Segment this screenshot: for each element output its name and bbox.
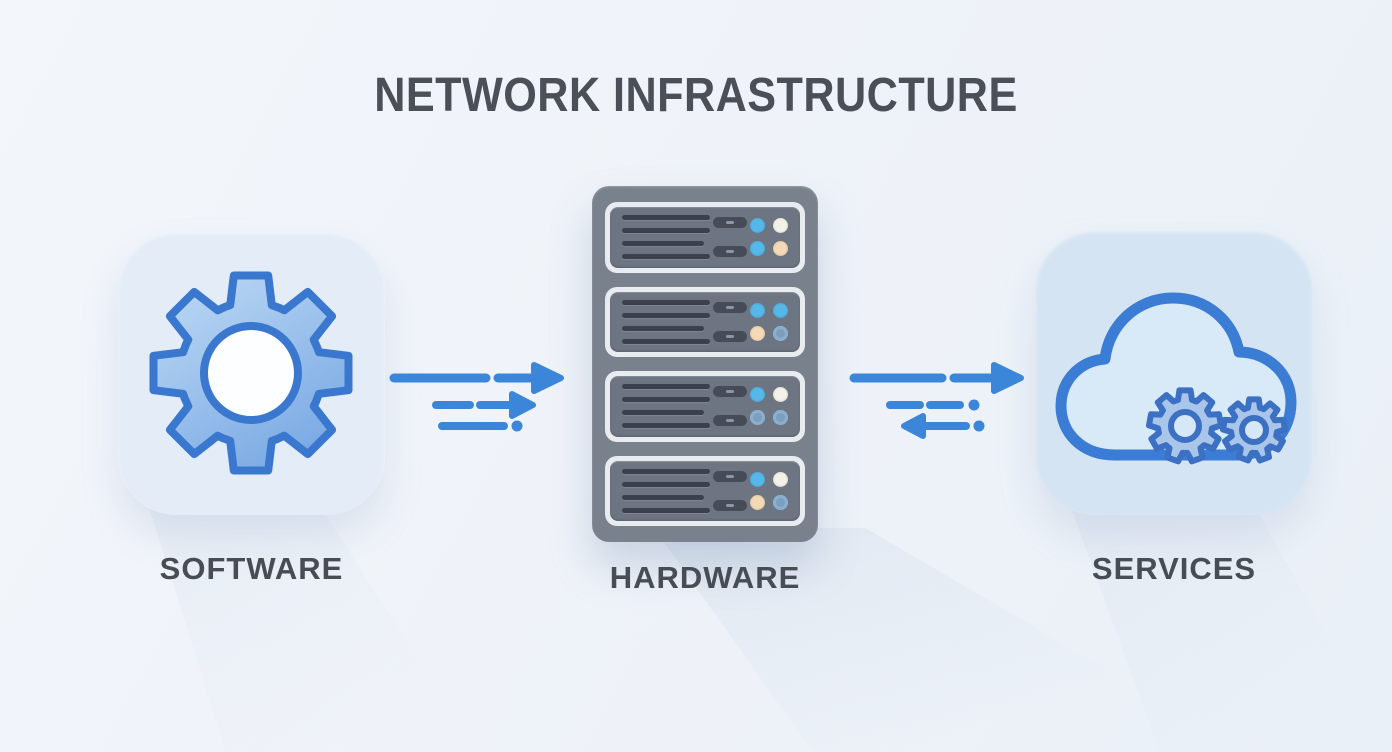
led-steel <box>773 410 788 426</box>
drive-bay <box>713 386 747 398</box>
drive-bays <box>713 217 747 258</box>
led-peach <box>750 325 765 341</box>
drive-bay <box>713 301 747 313</box>
vent-slat <box>622 338 710 344</box>
drive-bay <box>713 330 747 342</box>
vent-slat <box>622 241 704 247</box>
led-blue <box>773 302 788 318</box>
page-title: NETWORK INFRASTRUCTURE <box>374 69 1018 122</box>
arrow-right-icon <box>991 362 1024 394</box>
services-label: SERVICES <box>1091 551 1257 586</box>
vent-slat <box>622 507 710 513</box>
server-unit <box>605 371 805 442</box>
server-unit <box>605 286 805 357</box>
flow-arrows-hardware-services <box>849 362 1024 439</box>
software-label: SOFTWARE <box>159 551 344 586</box>
flow-arrows-software-hardware <box>389 362 564 432</box>
drive-bay <box>713 415 747 427</box>
vent-slat <box>622 228 710 234</box>
long-shadow-services <box>1068 500 1392 752</box>
vent-slat <box>622 325 704 331</box>
led-steel <box>773 325 788 341</box>
vent-slat <box>622 215 710 221</box>
led-blue <box>750 471 765 487</box>
vent-slat <box>622 384 710 390</box>
long-shadow-software <box>146 500 478 752</box>
hardware-label: HARDWARE <box>609 560 801 595</box>
vent-slat <box>622 423 710 429</box>
gear-icon <box>149 271 353 475</box>
vent-slats <box>622 299 710 344</box>
led-blue <box>750 218 765 234</box>
led-white <box>773 471 788 487</box>
server-unit <box>605 202 805 273</box>
arrow-dot <box>973 420 985 432</box>
led-blue <box>750 302 765 318</box>
arrow-right-icon <box>531 362 564 394</box>
arrow-right-icon <box>509 391 536 419</box>
vent-slat <box>622 299 710 305</box>
vent-slat <box>622 397 710 403</box>
drive-bays <box>713 301 747 342</box>
vent-slat <box>622 481 710 487</box>
vent-slat <box>622 494 704 500</box>
services-node-tile <box>1035 230 1313 515</box>
arrow-dot <box>511 420 523 432</box>
vent-slats <box>622 215 710 260</box>
server-rack-icon <box>592 186 818 542</box>
status-leds <box>750 218 788 257</box>
status-leds <box>750 471 788 510</box>
led-steel <box>773 494 788 510</box>
vent-slat <box>622 468 710 474</box>
led-white <box>773 218 788 234</box>
drive-bay <box>713 499 747 511</box>
drive-bays <box>713 386 747 427</box>
vent-slat <box>622 410 704 416</box>
server-unit <box>605 455 805 526</box>
status-leds <box>750 387 788 426</box>
vent-slat <box>622 312 710 318</box>
led-blue <box>750 387 765 403</box>
led-blue <box>750 241 765 257</box>
arrow-dot <box>968 399 980 411</box>
drive-bay <box>713 470 747 482</box>
vent-slats <box>622 384 710 429</box>
led-white <box>773 387 788 403</box>
software-node-tile <box>118 232 385 515</box>
drive-bay <box>713 217 747 229</box>
vent-slat <box>622 254 710 260</box>
led-peach <box>773 241 788 257</box>
drive-bay <box>713 246 747 258</box>
drive-bays <box>713 470 747 511</box>
vent-slats <box>622 468 710 513</box>
led-peach <box>750 494 765 510</box>
server-rack-units <box>605 202 805 526</box>
status-leds <box>750 302 788 341</box>
led-steel <box>750 410 765 426</box>
cloud-gears-icon <box>1055 292 1297 465</box>
